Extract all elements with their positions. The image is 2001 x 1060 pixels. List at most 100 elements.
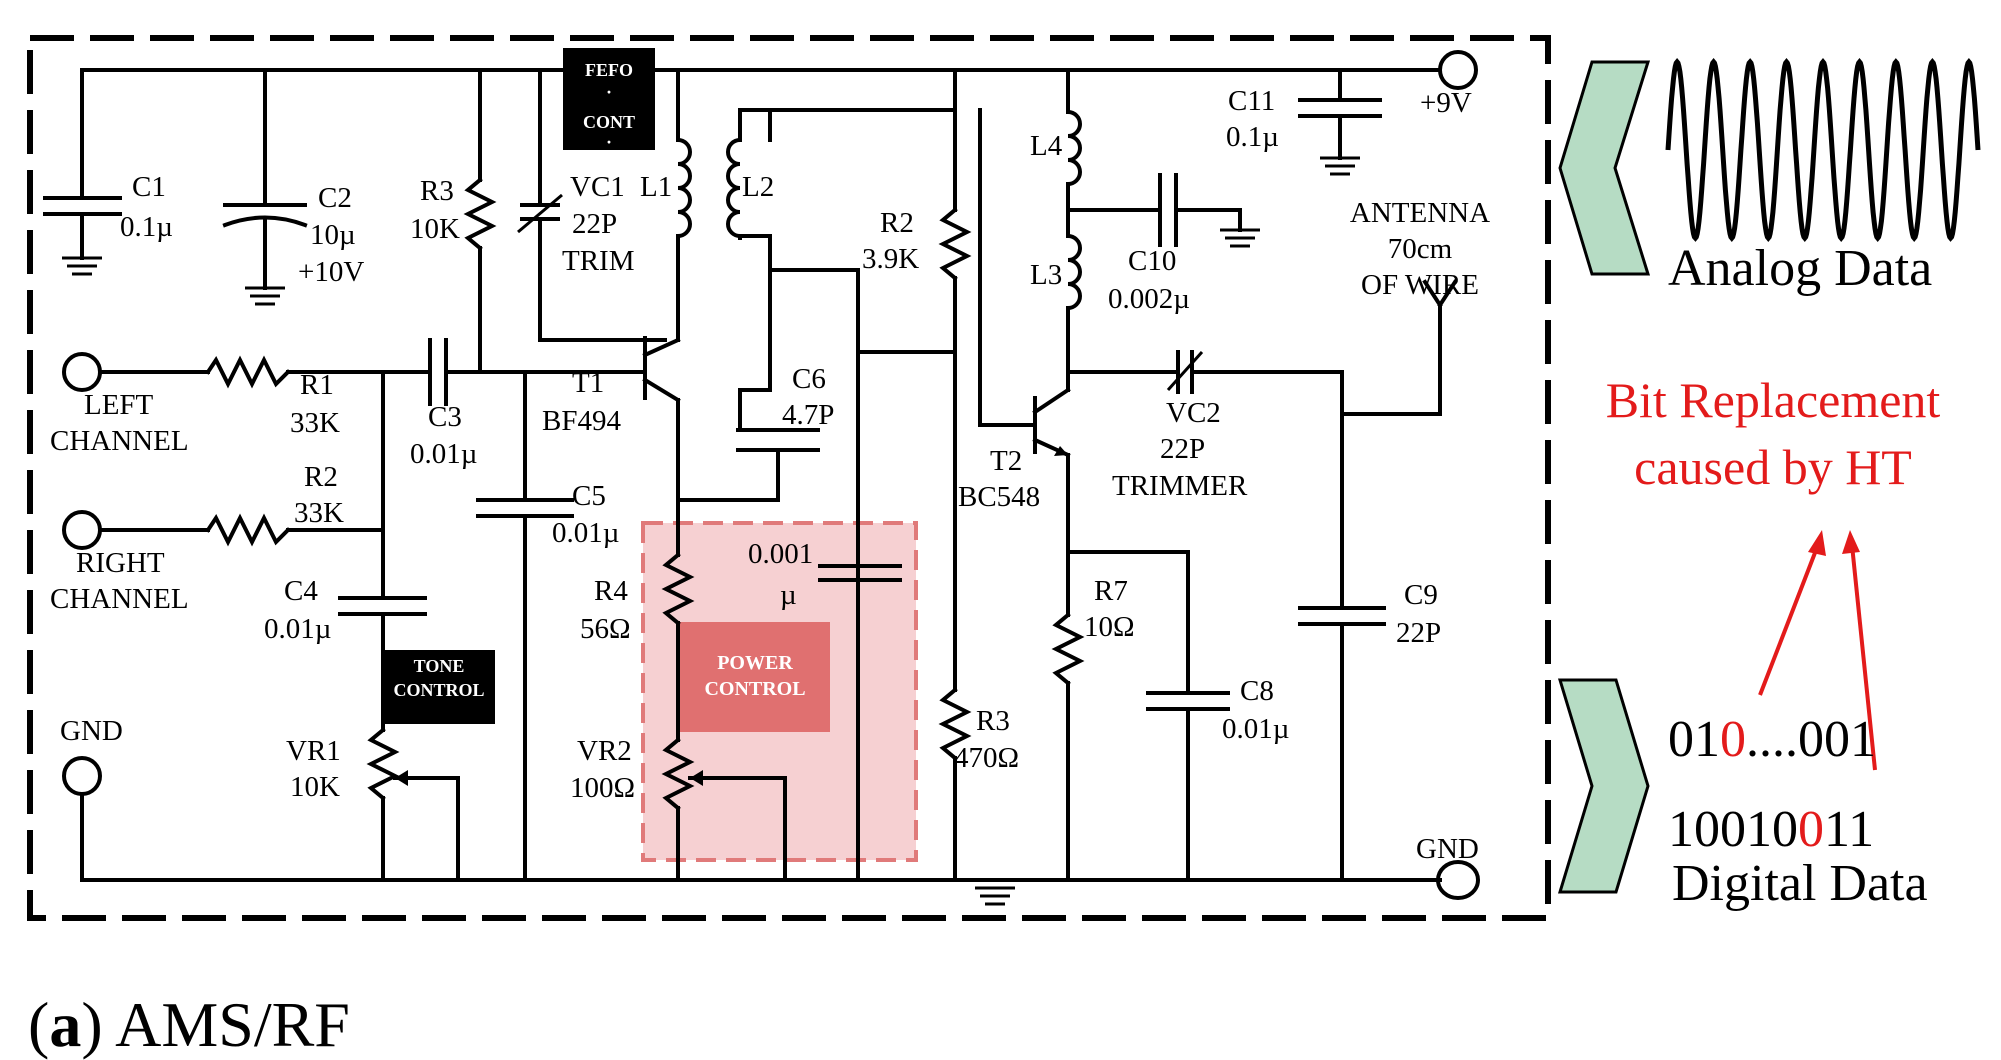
label-c8-val: 0.01µ bbox=[1222, 713, 1289, 745]
label-r1-val: 33K bbox=[290, 407, 340, 439]
label-vr2-val: 100Ω bbox=[570, 772, 635, 804]
label-antenna-1: ANTENNA bbox=[1350, 197, 1490, 229]
transistor-t2 bbox=[953, 108, 1071, 692]
label-c4: C4 bbox=[284, 575, 318, 607]
label-left-2: CHANNEL bbox=[50, 425, 189, 457]
label-r2-top: R2 bbox=[880, 207, 914, 239]
label-c1: C1 bbox=[132, 171, 166, 203]
label-vr1-val: 10K bbox=[290, 771, 340, 803]
analog-data-label: Analog Data bbox=[1668, 240, 1932, 297]
label-r4-val: 56Ω bbox=[580, 613, 631, 645]
inductors-l4-l3 bbox=[1065, 68, 1082, 374]
label-vplus: +9V bbox=[1420, 87, 1472, 119]
capacitor-c9 bbox=[1298, 412, 1442, 882]
analog-sine-wave bbox=[1665, 58, 1981, 242]
label-t1: T1 bbox=[572, 367, 604, 399]
label-c10-val: 0.002µ bbox=[1108, 283, 1190, 315]
label-c4-val: 0.01µ bbox=[264, 613, 331, 645]
potentiometer-vr2 bbox=[661, 737, 787, 882]
power-control-box bbox=[680, 622, 830, 732]
label-tone-1: TONE bbox=[414, 656, 465, 676]
figure-caption: (a) AMS/RF bbox=[28, 989, 350, 1060]
resistor-r7 bbox=[1051, 550, 1085, 882]
label-right-2: CHANNEL bbox=[50, 583, 189, 615]
right-input bbox=[62, 370, 385, 550]
label-fefo-2: CONT bbox=[583, 112, 635, 132]
capacitor-c8 bbox=[1066, 550, 1230, 882]
label-c8: C8 bbox=[1240, 675, 1274, 707]
capacitor-c3 bbox=[428, 338, 527, 406]
capacitor-0001 bbox=[818, 564, 902, 582]
label-t2-val: BC548 bbox=[958, 481, 1040, 513]
vplus-terminal bbox=[1438, 50, 1478, 90]
left-input bbox=[62, 352, 432, 392]
gnd-terminal-left bbox=[62, 756, 102, 882]
trimmer-vc2 bbox=[1066, 350, 1344, 416]
label-vr2: VR2 bbox=[577, 735, 632, 767]
label-c9: C9 bbox=[1404, 579, 1438, 611]
label-c5-val: 0.01µ bbox=[552, 517, 619, 549]
ground-symbol-bottom bbox=[975, 886, 1015, 906]
label-r2-mid-val: 33K bbox=[294, 497, 344, 529]
label-l1: L1 bbox=[640, 171, 672, 203]
label-power-2: CONTROL bbox=[704, 678, 805, 700]
label-r1: R1 bbox=[300, 369, 334, 401]
label-r3-bot: R3 bbox=[976, 705, 1010, 737]
label-right-1: RIGHT bbox=[76, 547, 165, 579]
label-tone-2: CONTROL bbox=[393, 680, 484, 700]
label-left-1: LEFT bbox=[84, 389, 154, 421]
ht-label-line1: Bit Replacement bbox=[1606, 372, 1941, 428]
label-r7-val: 10Ω bbox=[1084, 611, 1135, 643]
label-l4: L4 bbox=[1030, 130, 1063, 162]
label-r2-top-val: 3.9K bbox=[862, 243, 919, 275]
digital-data-label: Digital Data bbox=[1672, 855, 1928, 912]
label-vc2: VC2 bbox=[1166, 397, 1221, 429]
label-c3: C3 bbox=[428, 401, 462, 433]
circuit-boundary bbox=[27, 35, 1551, 921]
gnd-terminal-right bbox=[1436, 860, 1480, 900]
inductors-l1-l2 bbox=[675, 68, 957, 882]
digital-chevron bbox=[1557, 678, 1650, 894]
label-c11: C11 bbox=[1228, 85, 1275, 117]
label-c1-val: 0.1µ bbox=[120, 211, 173, 243]
label-c6-val: 4.7P bbox=[782, 399, 834, 431]
resistor-r3-top bbox=[463, 68, 497, 374]
label-c10: C10 bbox=[1128, 245, 1176, 277]
ht-label-line2: caused by HT bbox=[1634, 439, 1912, 495]
label-c2: C2 bbox=[318, 182, 352, 214]
label-c2-volt: +10V bbox=[298, 256, 364, 288]
label-c5: C5 bbox=[572, 480, 606, 512]
label-c11-val: 0.1µ bbox=[1226, 121, 1279, 153]
label-r3-bot-val: 470Ω bbox=[954, 742, 1019, 774]
antenna bbox=[1422, 279, 1458, 416]
label-r3-top: R3 bbox=[420, 175, 454, 207]
capacitor-c5 bbox=[476, 370, 574, 882]
transistor-t1 bbox=[523, 336, 681, 502]
label-vr1: VR1 bbox=[286, 735, 341, 767]
resistor-r4 bbox=[661, 498, 695, 742]
label-r4: R4 bbox=[594, 575, 628, 607]
label-gnd-left: GND bbox=[60, 715, 123, 747]
resistor-r2-top bbox=[856, 68, 972, 672]
label-antenna-2: 70cm bbox=[1388, 233, 1453, 265]
label-vc1: VC1 bbox=[570, 171, 625, 203]
fefo-dot-1: · bbox=[606, 82, 612, 102]
label-vc1-type: TRIM bbox=[562, 245, 635, 277]
analog-chevron bbox=[1558, 60, 1651, 276]
label-c2-val: 10µ bbox=[310, 219, 356, 251]
capacitor-c1 bbox=[43, 68, 122, 276]
resistor-r3-bottom bbox=[938, 668, 972, 882]
label-power-1: POWER bbox=[717, 652, 793, 674]
fefo-dot-2: · bbox=[606, 132, 612, 152]
capacitor-c10 bbox=[1066, 173, 1260, 248]
label-t1-val: BF494 bbox=[542, 405, 621, 437]
label-c0001-b: µ bbox=[780, 579, 797, 611]
label-gnd-right: GND bbox=[1416, 833, 1479, 865]
label-fefo-1: FEFO bbox=[585, 60, 633, 80]
label-c6: C6 bbox=[792, 363, 826, 395]
ht-arrows bbox=[1758, 530, 1877, 771]
label-vc2-val: 22P bbox=[1160, 433, 1205, 465]
tone-control-box bbox=[383, 650, 495, 724]
label-vc1-val: 22P bbox=[572, 208, 617, 240]
